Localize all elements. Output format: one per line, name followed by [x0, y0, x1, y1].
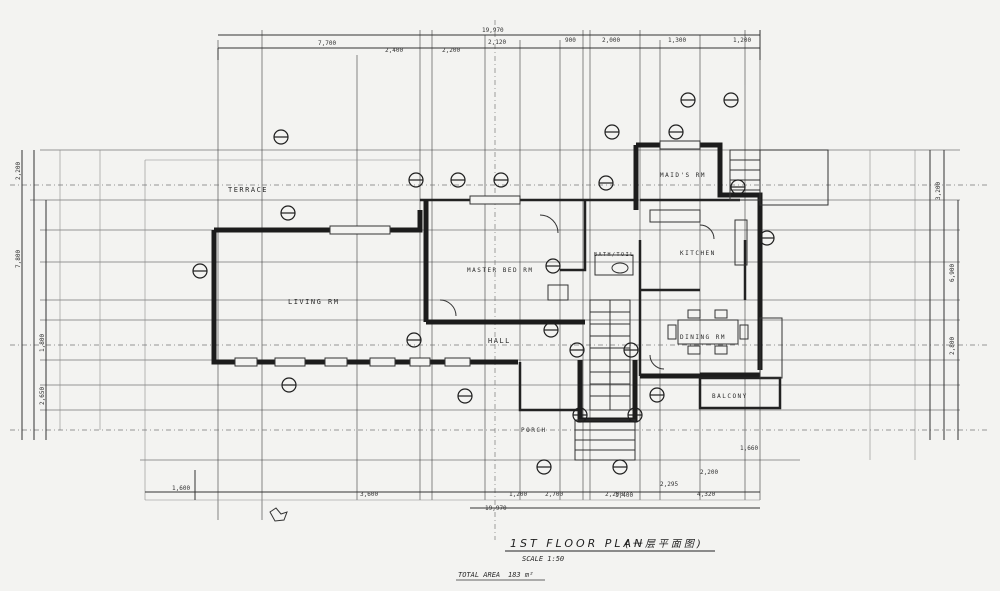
room-label-kitchen: KITCHEN	[680, 250, 716, 257]
top-dimension-lines	[217, 30, 761, 60]
room-label-dining: DINING RM	[680, 334, 726, 341]
dim-top-6: 1,300	[668, 37, 686, 44]
porch-steps	[574, 419, 636, 461]
dim-right-2: 6,900	[949, 264, 956, 282]
dim-bottom-4: 2,700	[545, 491, 563, 498]
dim-top-4: 900	[565, 37, 576, 44]
bath-fixtures	[547, 254, 634, 301]
dim-left-1: 7,800	[15, 250, 22, 268]
drawing-scale: SCALE 1:50	[522, 555, 564, 563]
dim-right-3: 2,800	[949, 337, 956, 355]
dim-right-1: 3,200	[935, 182, 942, 200]
room-label-balcony: BALCONY	[712, 393, 748, 400]
room-label-living: LIVING RM	[288, 298, 339, 306]
dim-bottom-5: 2,200	[605, 491, 623, 498]
room-label-bath: BATH/TOIL	[594, 252, 635, 258]
room-label-master: MASTER BED RM	[467, 267, 533, 274]
dim-top-sub: 2,120	[488, 39, 506, 46]
dim-top-3: 2,200	[442, 47, 460, 54]
room-label-maids: MAID'S RM	[660, 172, 706, 179]
right-dimension-lines	[929, 150, 959, 440]
bottom-dimension-lines	[145, 470, 760, 509]
dim-top-overall: 19,970	[482, 27, 504, 34]
light-construction-lines	[59, 85, 916, 501]
dim-left-4: 2,650	[39, 387, 46, 405]
kitchen-counter	[649, 209, 748, 266]
dim-bottom-overall: 19,970	[485, 505, 507, 512]
north-sketch	[269, 507, 288, 522]
room-label-porch: PORCH	[521, 427, 547, 434]
dim-bottom-2: 3,600	[360, 491, 378, 498]
room-label-hall: HALL	[488, 337, 511, 345]
dim-top-7: 1,200	[733, 37, 751, 44]
left-dimension-lines	[21, 150, 47, 440]
door-swings	[439, 214, 715, 370]
dim-left-2: 2,200	[15, 162, 22, 180]
dim-top-5: 2,000	[602, 37, 620, 44]
dim-bottom-3: 1,200	[509, 491, 527, 498]
window-openings	[234, 140, 701, 367]
dim-bottom-6: 2,295	[660, 481, 678, 488]
total-area-value: 183 m²	[508, 571, 533, 579]
dim-top-2: 2,400	[385, 47, 403, 54]
staircase	[589, 299, 631, 411]
dim-bottom-1: 1,600	[172, 485, 190, 492]
exterior-walls	[211, 142, 763, 423]
kitchen-steps	[729, 149, 829, 206]
total-area-label: TOTAL AREA	[458, 571, 500, 579]
section-markers	[192, 92, 775, 475]
dim-misc-1: 4,320	[697, 491, 715, 498]
dim-left-3: 1,800	[39, 334, 46, 352]
drawing-title-jp: (一层平面图)	[625, 539, 704, 550]
dining-table	[667, 309, 749, 355]
dim-misc-3: 1,400	[615, 492, 633, 499]
balcony-outline	[698, 317, 783, 410]
dim-top-1: 7,700	[318, 40, 336, 47]
center-lines	[10, 20, 990, 540]
dim-misc-2: 1,660	[740, 445, 758, 452]
dim-bottom-7: 2,200	[700, 469, 718, 476]
room-label-terrace: TERRACE	[228, 186, 268, 194]
drawing-title: 1ST FLOOR PLAN	[510, 537, 645, 550]
